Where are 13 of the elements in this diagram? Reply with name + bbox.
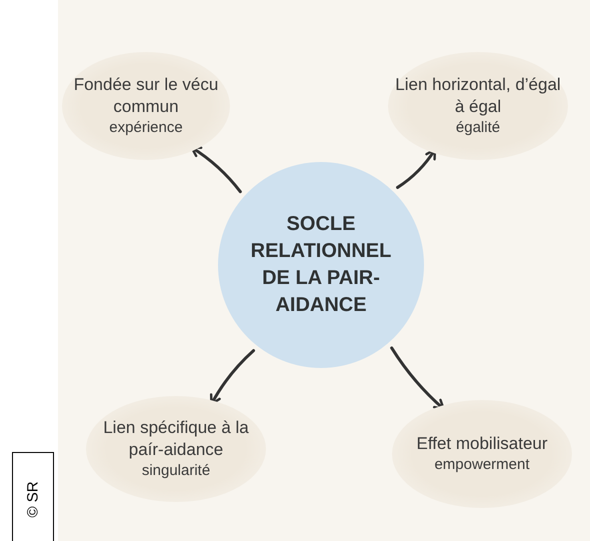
bubble-keyword: singularité (142, 461, 210, 481)
curved-arrow (396, 148, 436, 189)
circle-title: SOCLE RELATIONNEL DE LA PAIR-AIDANCE (250, 212, 392, 318)
copyright-text: © SR (24, 481, 42, 518)
bubble-keyword: empowerment (434, 455, 530, 475)
bubble-keyword: égalité (456, 118, 500, 138)
bubble-keyword: expérience (109, 118, 183, 138)
bubble-text: Effet mobilisateur (416, 433, 548, 455)
curved-arrow (390, 346, 446, 410)
bubble-text: Lien spécifique à la paír-aidance (102, 417, 250, 461)
bubble-text: Fondée sur le vécu commun (72, 74, 220, 118)
bubble-text: Lien horizontal, d’égal à égal (394, 74, 562, 118)
curved-arrow (190, 146, 242, 194)
